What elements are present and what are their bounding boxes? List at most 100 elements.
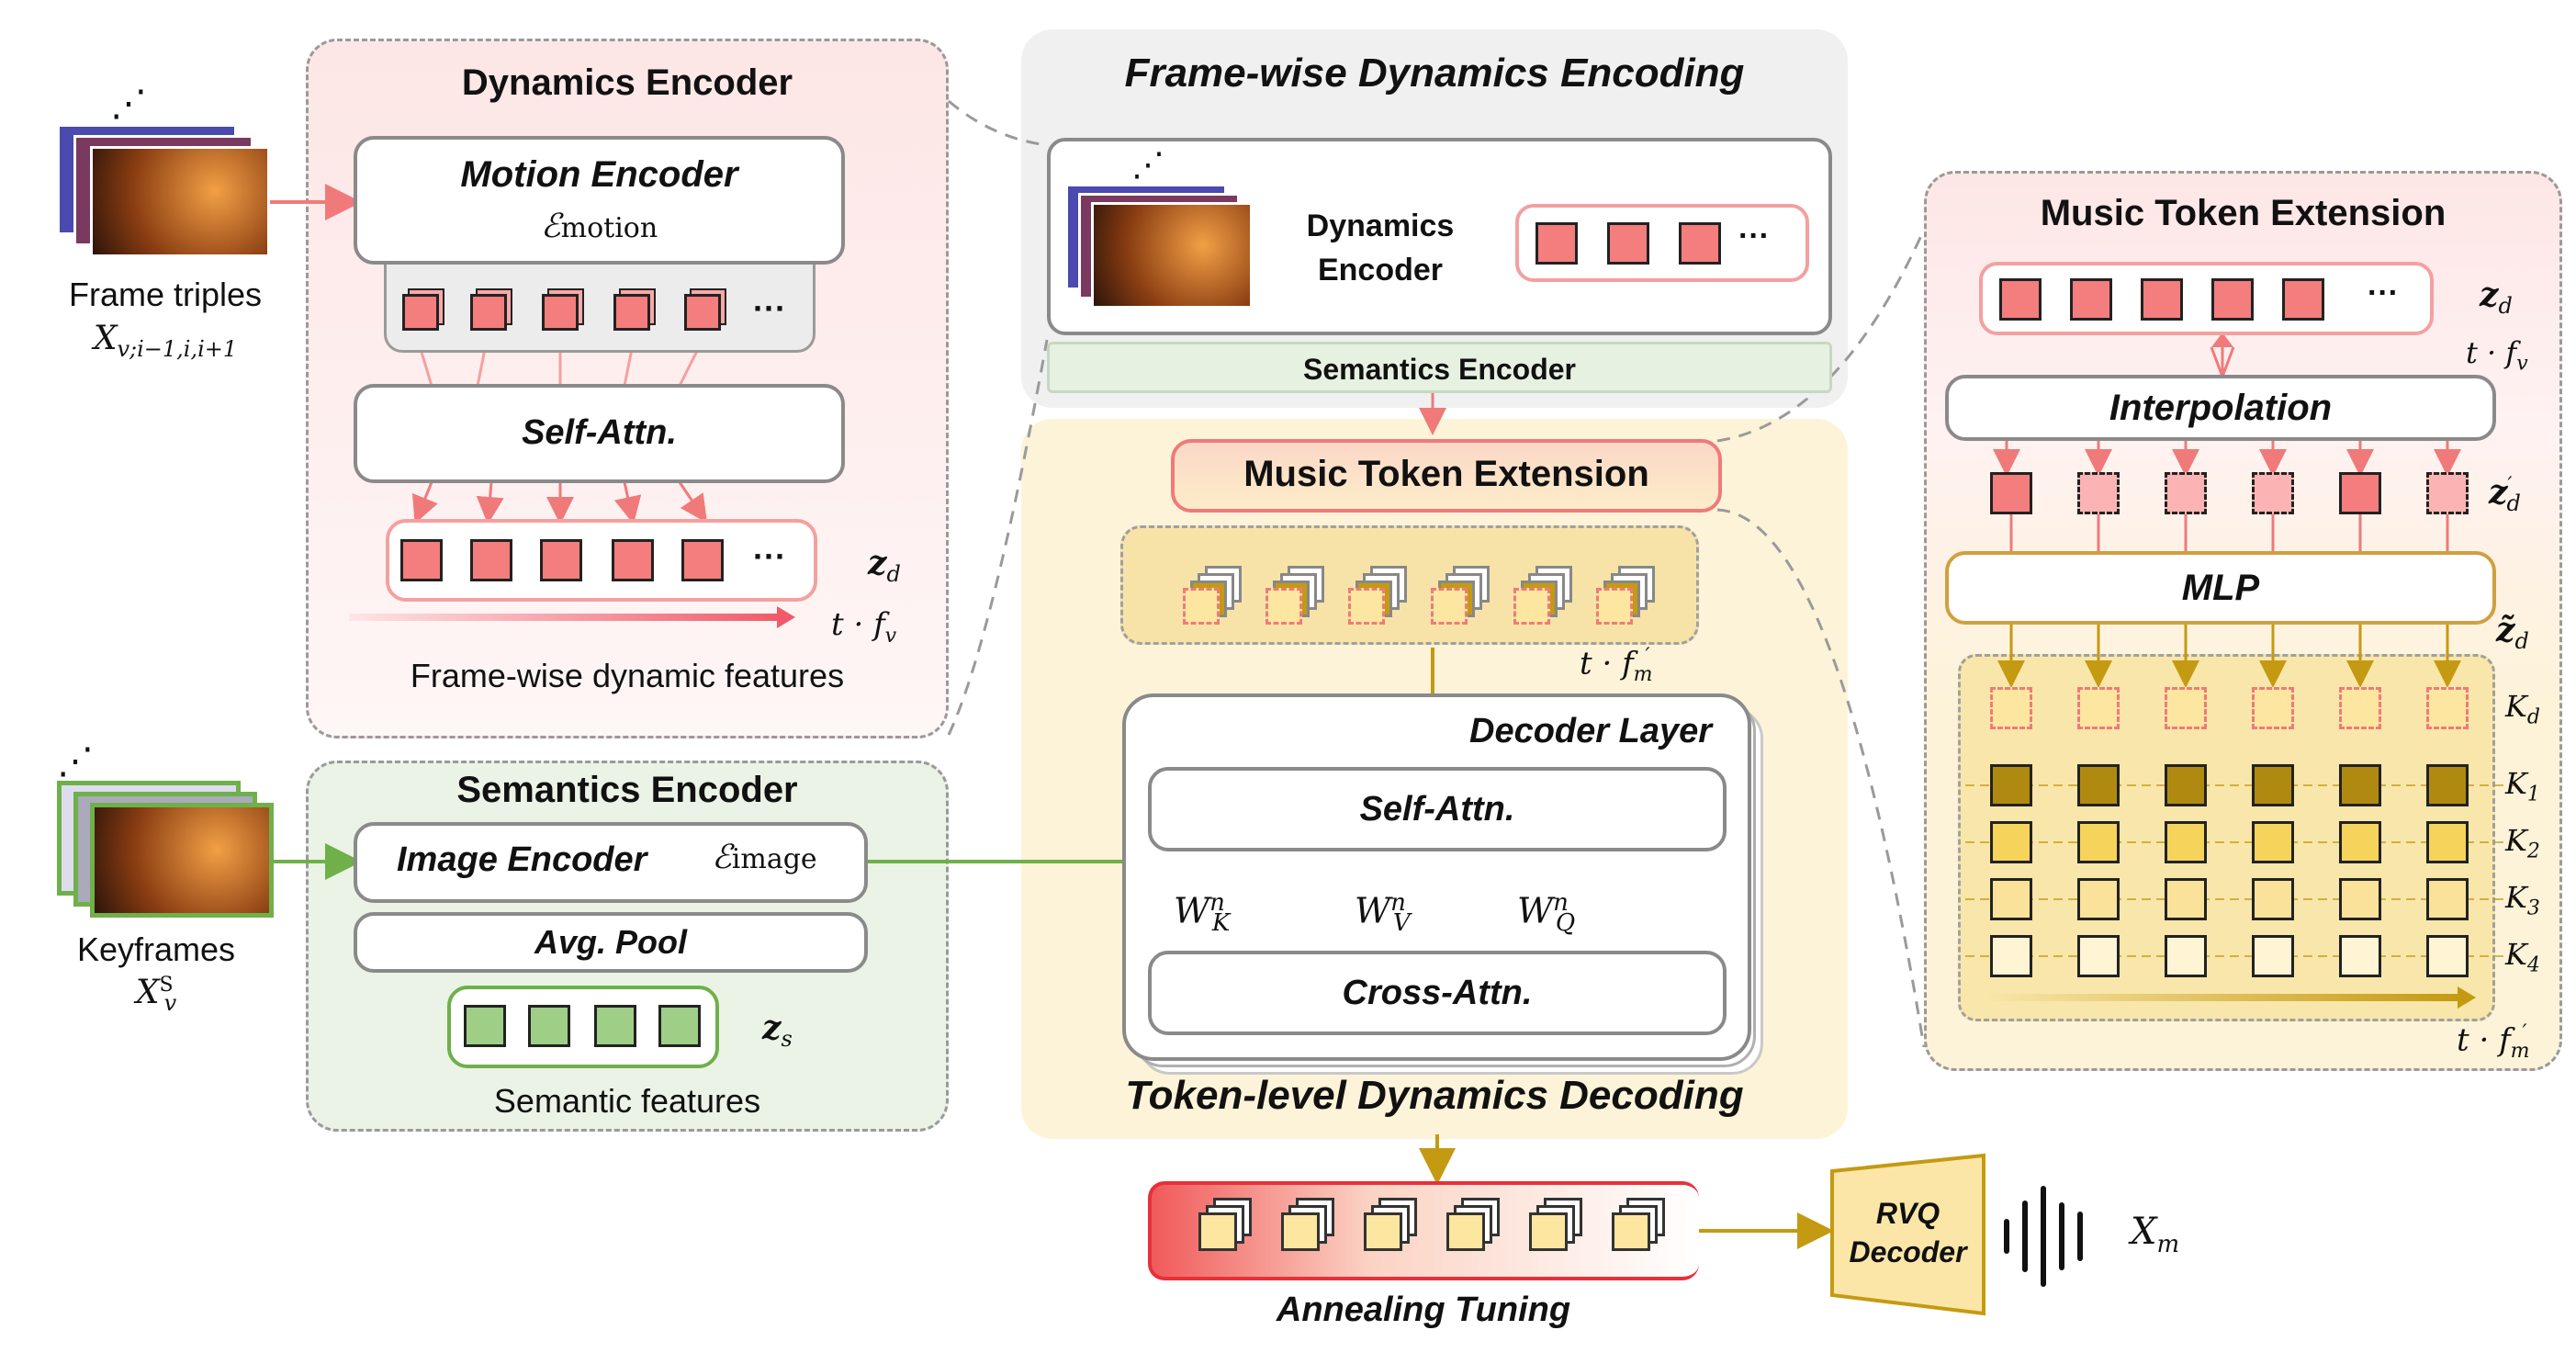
cubes-ellipsis: ··· xyxy=(753,289,786,327)
zd-square xyxy=(540,539,582,581)
motion-cubes-group xyxy=(384,265,816,353)
frame-wise-title: Frame-wise Dynamics Encoding xyxy=(1124,51,1745,96)
music-ext-zdprime-square xyxy=(1990,472,2032,514)
token-stack xyxy=(1596,588,1633,625)
rvq-decoder-label[interactable]: RVQ Decoder xyxy=(1849,1197,1967,1268)
music-ext-token xyxy=(2426,687,2469,729)
music-ext-token xyxy=(1990,878,2032,920)
token-level-title: Token-level Dynamics Decoding xyxy=(1125,1073,1744,1118)
mlp-box[interactable] xyxy=(1945,551,2496,625)
music-ext-token xyxy=(2252,878,2294,920)
wv-label: WnV xyxy=(1355,889,1411,938)
music-ext-token xyxy=(2077,935,2120,977)
decoder-layer-label: Decoder Layer xyxy=(1469,712,1713,750)
motion-cube xyxy=(613,294,650,331)
music-ext-token xyxy=(2252,935,2294,977)
zd-features-box xyxy=(386,519,817,602)
music-ext-token xyxy=(2077,878,2120,920)
self-attn-label-dyn: Self-Attn. xyxy=(522,413,677,452)
frame-triples-math: Xv;i−1,i,i+1 xyxy=(93,320,238,363)
music-ext-token xyxy=(2077,687,2120,729)
dots-keyframes: ⋰ xyxy=(57,741,94,782)
zd-square xyxy=(400,539,443,581)
music-ext-zd-box xyxy=(1979,262,2434,335)
zd-square xyxy=(470,539,512,581)
keyframes-math: XSv xyxy=(135,974,177,1017)
music-ext-token xyxy=(2339,687,2381,729)
zd-square xyxy=(612,539,654,581)
motion-cube xyxy=(402,294,439,331)
motion-encoder-box[interactable] xyxy=(354,136,845,265)
token-stack xyxy=(1266,588,1302,625)
k-label: K4 xyxy=(2505,937,2540,977)
avg-pool-label: Avg. Pool xyxy=(534,923,687,961)
music-ext-token xyxy=(2077,821,2120,863)
music-ext-axis-bottom: t · fm′ xyxy=(2457,1021,2530,1064)
self-attn-label-dec: Self-Attn. xyxy=(1359,790,1515,829)
music-ext-token xyxy=(2339,821,2381,863)
self-attn-box-dec[interactable] xyxy=(1148,767,1727,851)
image-encoder-box[interactable] xyxy=(354,822,868,903)
wk-label: WnK xyxy=(1174,889,1231,938)
music-token-ext-label: Music Token Extension xyxy=(1243,454,1649,494)
cross-attn-box[interactable] xyxy=(1148,951,1727,1035)
frame-wise-dyn-encoder-label: Dynamics Encoder xyxy=(1306,209,1455,287)
annealing-token xyxy=(1612,1212,1650,1251)
k-label: Kd xyxy=(2505,689,2540,729)
music-ext-zdprime-square xyxy=(2252,472,2294,514)
music-ext-token xyxy=(2077,764,2120,806)
motion-cube xyxy=(684,294,721,331)
frame-wise-dots: ⋰ xyxy=(1131,145,1164,183)
keyframes-image xyxy=(57,781,277,928)
music-ext-zd-square xyxy=(2070,278,2112,321)
image-encoder-label: Image Encoder xyxy=(397,840,647,879)
interpolation-label: Interpolation xyxy=(2109,388,2333,428)
music-ext-token xyxy=(2426,821,2469,863)
music-ext-zd-square xyxy=(2211,278,2254,321)
frame-wise-square xyxy=(1607,222,1649,265)
music-token-ext-button[interactable] xyxy=(1171,439,1722,513)
annealing-token xyxy=(1198,1212,1237,1251)
music-ext-zdprime-square xyxy=(2339,472,2381,514)
music-ext-token xyxy=(2339,935,2381,977)
music-ext-grid-panel xyxy=(1958,654,2495,1021)
axis-label-left: t · fv xyxy=(831,606,897,648)
zs-square xyxy=(528,1005,570,1047)
token-stack xyxy=(1431,588,1468,625)
zs-label: zs xyxy=(762,1009,793,1053)
frame-wise-ellipsis: ··· xyxy=(1738,219,1770,254)
waveform-icon xyxy=(2004,1186,2083,1287)
keyframes-label: Keyframes xyxy=(76,930,236,968)
sem-encoder-bar[interactable] xyxy=(1047,342,1832,393)
xm-label: Xm xyxy=(2131,1211,2180,1258)
k-label: K3 xyxy=(2505,880,2540,920)
frame-wise-frames-image xyxy=(1065,184,1277,321)
music-ext-token xyxy=(2165,821,2207,863)
music-ext-token xyxy=(2252,764,2294,806)
motion-cube xyxy=(542,294,579,331)
frame-triples-label: Frame triples xyxy=(68,276,263,313)
token-axis-label: t · fm′ xyxy=(1580,645,1653,687)
sem-encoder-bar-label: Semantics Encoder xyxy=(1303,353,1576,386)
interpolation-box[interactable] xyxy=(1945,375,2496,441)
cross-attn-label: Cross-Attn. xyxy=(1342,974,1533,1012)
music-ext-token xyxy=(1990,821,2032,863)
music-ext-token xyxy=(2165,764,2207,806)
zd-ellipsis: ··· xyxy=(753,537,786,575)
music-ext-token xyxy=(2165,687,2207,729)
music-ext-token xyxy=(1990,764,2032,806)
annealing-token xyxy=(1364,1212,1402,1251)
self-attn-box-dyn[interactable] xyxy=(354,384,845,483)
avg-pool-box[interactable] xyxy=(354,912,868,973)
motion-encoder-symbol: ℰmotion xyxy=(540,208,658,245)
zd-square xyxy=(681,539,724,581)
music-ext-zd-label: zd xyxy=(2480,276,2513,320)
music-ext-token xyxy=(2426,878,2469,920)
zs-square xyxy=(658,1005,701,1047)
image-encoder-symbol: ℰimage xyxy=(712,839,817,876)
music-ext-zd-square xyxy=(2282,278,2324,321)
frame-wise-square xyxy=(1535,222,1578,265)
mlp-label: MLP xyxy=(2181,568,2260,608)
zs-square xyxy=(594,1005,636,1047)
semantics-encoder-title: Semantics Encoder xyxy=(456,770,798,810)
